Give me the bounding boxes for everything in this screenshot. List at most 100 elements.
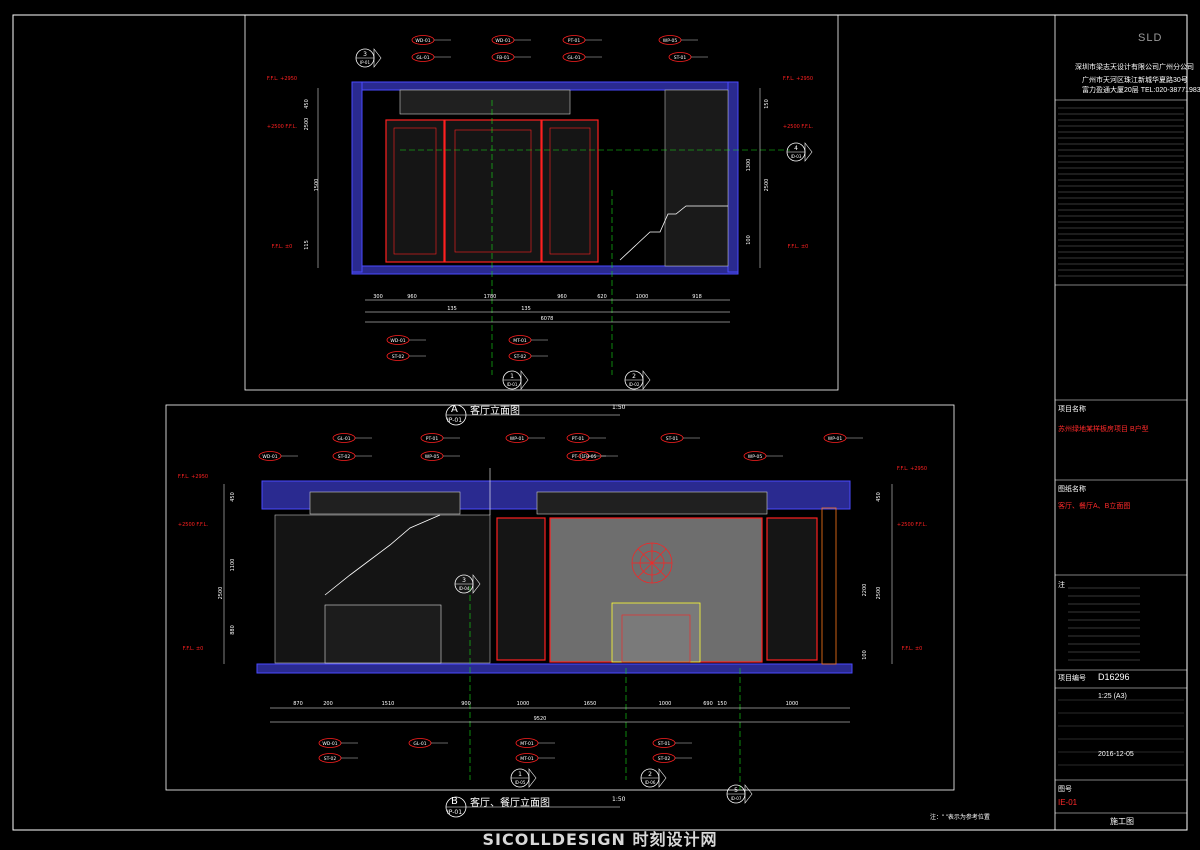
company-line-1: 深圳市梁志天设计有限公司广州分公司 xyxy=(1075,64,1194,71)
dim-upper-bottom: 960 xyxy=(407,294,417,300)
level-lower-right: F.F.L. +2950 xyxy=(897,466,927,472)
section-marker-sheet: ID-04 xyxy=(459,586,470,591)
material-tags-upper: WD-01GL-01WD-01FB-01PT-01GL-01WP-05ST-01… xyxy=(386,35,708,361)
material-tag: WP-01 xyxy=(823,433,863,443)
drawing-name: 客厅、餐厅A、B立面图 xyxy=(1058,503,1131,510)
material-tag: FB-05 xyxy=(578,451,618,461)
title-block-rules xyxy=(1058,107,1184,766)
material-tag-label: FB-01 xyxy=(496,55,509,61)
level-upper-right: F.F.L. ±0 xyxy=(788,244,809,250)
mirror-left-b xyxy=(496,517,546,661)
elevation-b-title: 客厅、餐厅立面图 xyxy=(470,798,550,809)
dim-upper-bottom: 300 xyxy=(373,294,383,300)
section-marker: 1ID-01 xyxy=(502,370,529,390)
material-tag: ST-02 xyxy=(508,351,548,361)
material-tag: GL-01 xyxy=(332,433,372,443)
floor-slab-b xyxy=(256,663,853,674)
dim-upper-bottom: 1000 xyxy=(636,294,649,300)
material-tag-label: MT-01 xyxy=(520,741,534,747)
ceiling-slab-a xyxy=(351,81,739,91)
left-wall-a xyxy=(351,81,363,273)
material-tag: MT-01 xyxy=(508,335,548,345)
cabinet-b xyxy=(324,604,442,664)
material-tag: WD-01 xyxy=(491,35,531,45)
section-marker: 1ID-05 xyxy=(510,768,537,788)
panel-right-inner-a xyxy=(549,127,591,255)
date-value: 2016-12-05 xyxy=(1098,751,1134,758)
watermark: SICOLLDESIGN 时刻设计网 xyxy=(482,830,718,849)
level-upper-right: F.F.L. +2950 xyxy=(783,76,813,82)
elevation-title-a xyxy=(445,404,620,426)
dim-lower-bottom: 1650 xyxy=(584,701,597,707)
dim-upper-total: 6078 xyxy=(541,316,554,322)
dim-lower-bottom: 1000 xyxy=(786,701,799,707)
elevation-b-letter: B xyxy=(451,796,458,807)
elevation-a-ref: IP-01 xyxy=(447,417,463,424)
sheet-label: 图号 xyxy=(1058,786,1072,793)
sld-logo: SLD xyxy=(1138,32,1163,44)
tv-niche-b xyxy=(611,602,701,663)
section-marker: 3IP-01 xyxy=(355,48,382,68)
stair-area-a xyxy=(664,89,729,267)
material-tag-label: GL-01 xyxy=(413,741,426,747)
material-tag-label: ST-02 xyxy=(514,354,527,360)
material-tag-label: WP-01 xyxy=(828,436,843,442)
level-lower-left: F.F.L. +2950 xyxy=(178,474,208,480)
section-marker-num: 2 xyxy=(632,373,636,380)
dim-upper-right: 2500 xyxy=(764,179,770,192)
dim-upper-sub: 135 xyxy=(447,306,457,312)
material-tag: WP-01 xyxy=(505,433,545,443)
dim-lower-left: 1100 xyxy=(230,559,236,572)
section-marker-sheet: ID-03 xyxy=(791,154,802,159)
material-tag-label: WP-05 xyxy=(425,454,440,460)
scale-value: 1:25 (A3) xyxy=(1098,693,1127,700)
material-tag: ST-02 xyxy=(386,351,426,361)
level-upper-left: F.F.L. +2950 xyxy=(267,76,297,82)
material-tag: GL-01 xyxy=(411,52,451,62)
elevation-b-scale: 1:50 xyxy=(612,796,626,803)
sheet-no: IE-01 xyxy=(1058,798,1078,807)
dim-lower-left: 880 xyxy=(230,625,236,635)
material-tag-label: WP-05 xyxy=(748,454,763,460)
level-lower-right: F.F.L. ±0 xyxy=(902,646,923,652)
dim-lower-bottom: 1510 xyxy=(382,701,395,707)
material-tag: WP-05 xyxy=(658,35,698,45)
material-tag-label: MT-01 xyxy=(513,338,527,344)
stage-value: 施工图 xyxy=(1110,817,1134,826)
company-line-2: 广州市天河区珠江新城华夏路30号 xyxy=(1082,77,1188,84)
right-wall-a xyxy=(727,81,739,273)
note-footer: 注：" "表示为参考位置 xyxy=(930,815,990,821)
dim-upper-right: 150 xyxy=(764,99,770,109)
viewport-b xyxy=(165,404,955,791)
section-marker-num: 3 xyxy=(462,577,466,584)
material-tag: ST-01 xyxy=(668,52,708,62)
section-marker: 5ID-07 xyxy=(726,784,753,804)
dim-upper-bottom: 960 xyxy=(557,294,567,300)
material-tag-label: ST-01 xyxy=(658,741,671,747)
material-tag-label: GL-01 xyxy=(337,436,350,442)
section-marker-num: 1 xyxy=(518,771,522,778)
section-marker-num: 2 xyxy=(648,771,652,778)
dim-lower-left: 450 xyxy=(230,492,236,502)
project-name: 苏州绿地某样板房项目 B户型 xyxy=(1058,426,1149,433)
dim-upper-right: 1300 xyxy=(746,159,752,172)
level-lower-left: F.F.L. ±0 xyxy=(183,646,204,652)
material-tag: WD-01 xyxy=(258,451,298,461)
dim-lower-right: 100 xyxy=(862,650,868,660)
material-tag: FB-01 xyxy=(491,52,531,62)
material-tag-label: PT-01 xyxy=(568,38,581,44)
viewport-a xyxy=(244,14,839,391)
stair-line-b xyxy=(324,514,441,596)
material-tag: ST-01 xyxy=(652,738,692,748)
side-column-b xyxy=(821,507,837,665)
material-tag-label: WP-01 xyxy=(510,436,525,442)
material-tag-label: WD-01 xyxy=(495,38,510,44)
panel-center-inner-a xyxy=(454,129,532,253)
dim-lower-right: 450 xyxy=(876,492,882,502)
drawing-no: D16296 xyxy=(1098,672,1130,682)
dim-upper-left: 450 xyxy=(304,99,310,109)
material-tag: ST-02 xyxy=(318,753,358,763)
dim-lower-total: 9520 xyxy=(534,716,547,722)
